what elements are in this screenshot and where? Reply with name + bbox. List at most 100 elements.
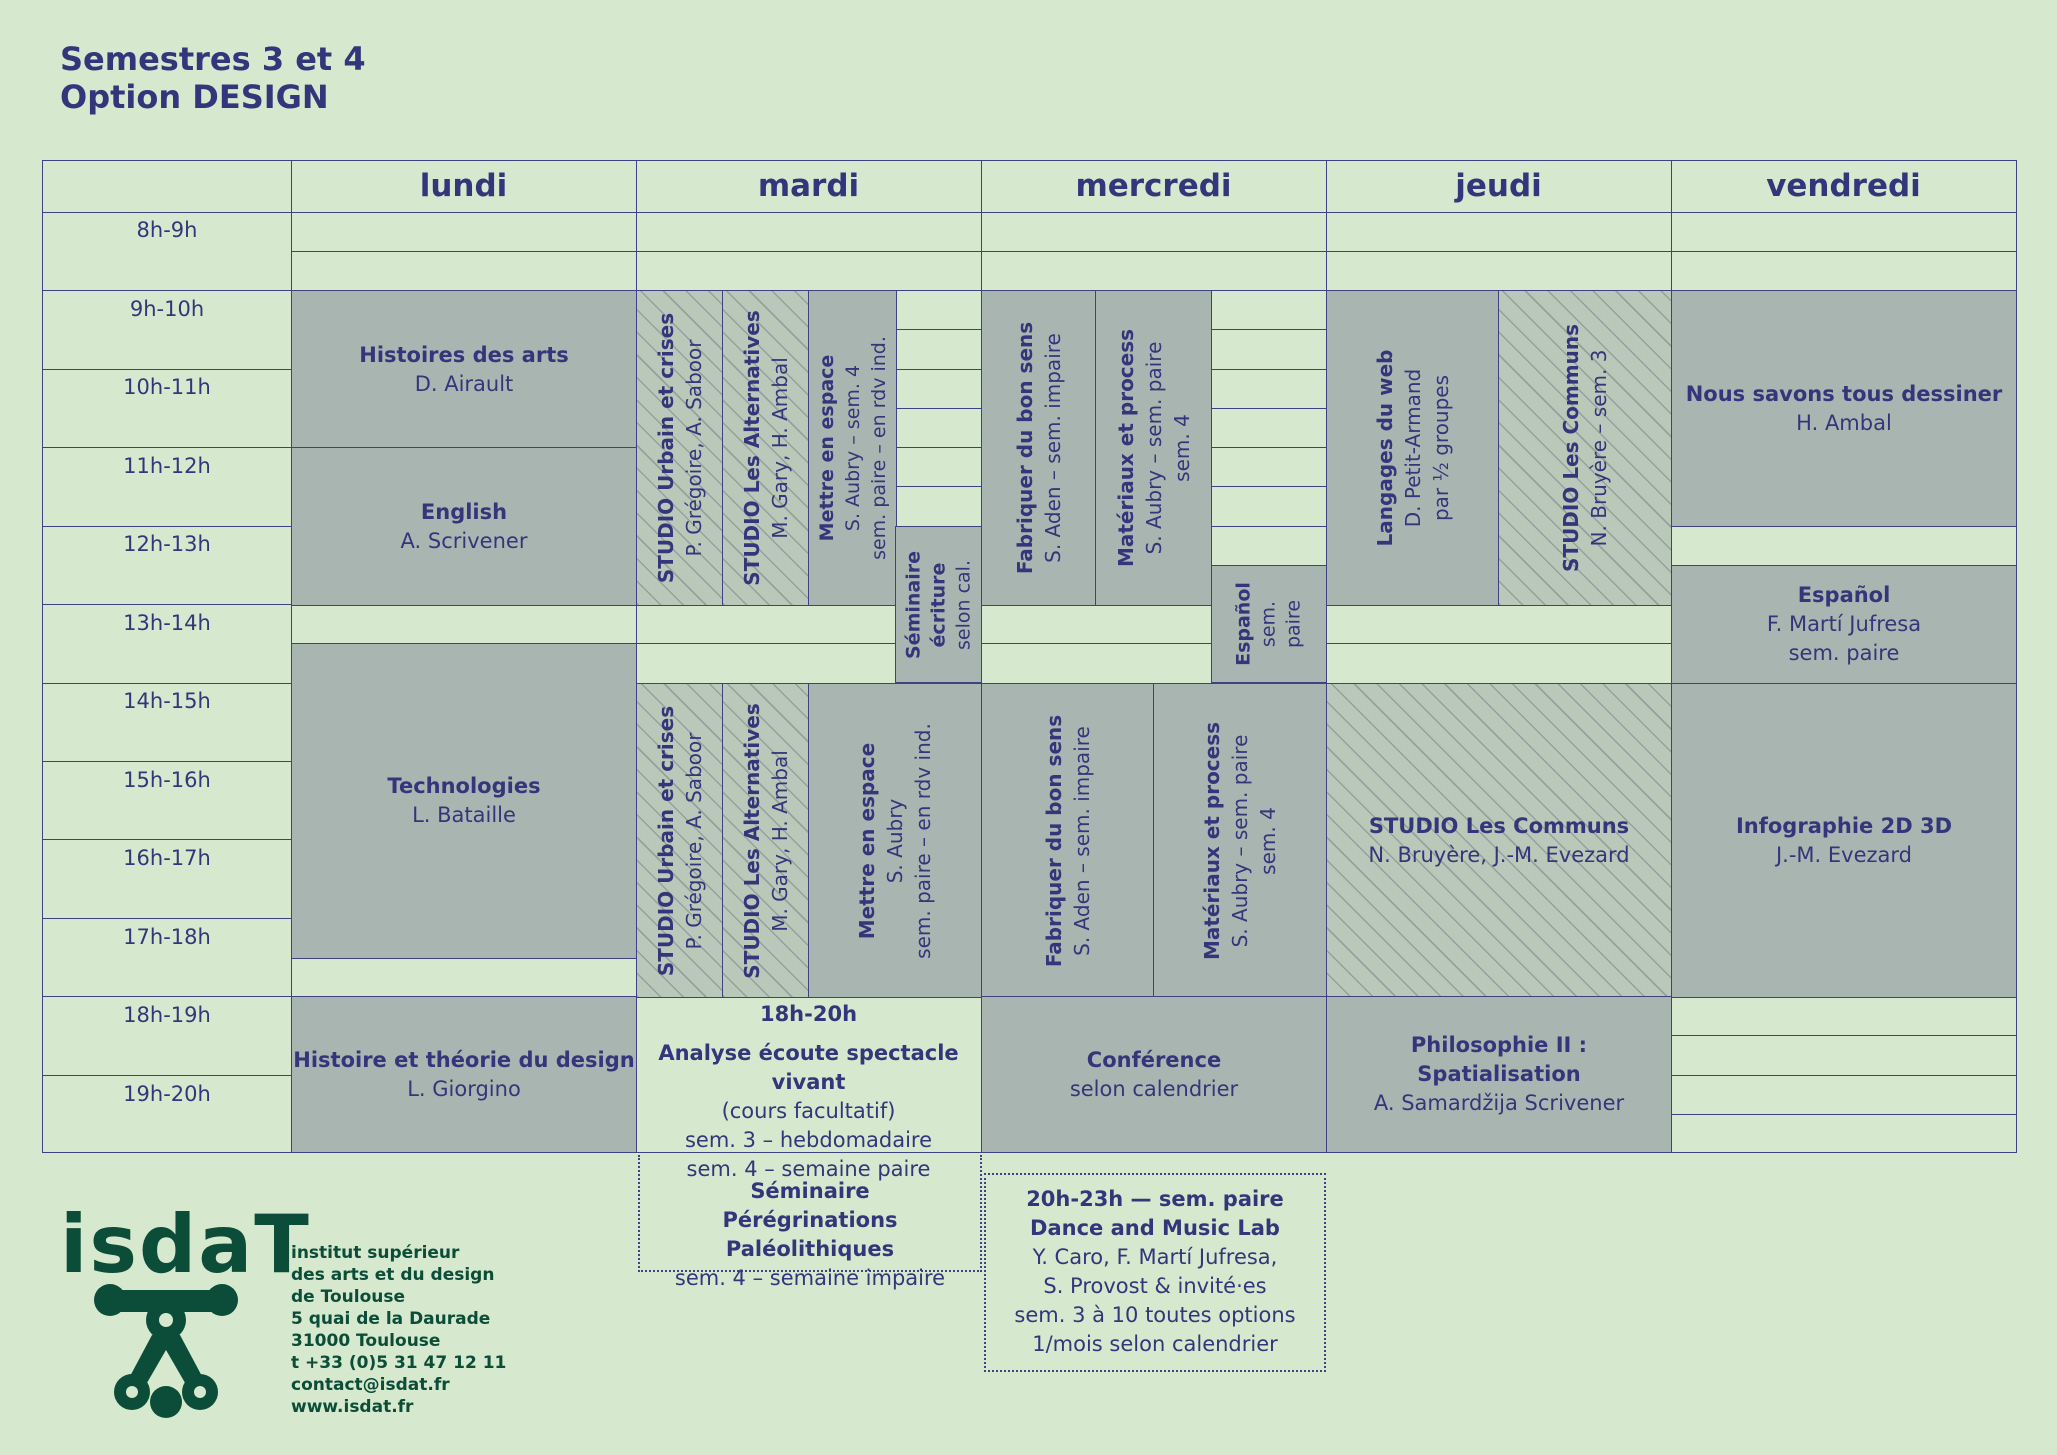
course-studio-alternatives-am[interactable]: STUDIO Les Alternatives M. Gary, H. Amba…	[722, 290, 810, 606]
course-infographie[interactable]: Infographie 2D 3D J.-M. Evezard	[1671, 683, 2017, 998]
grid-line	[895, 486, 981, 487]
course-teacher: F. Martí Jufresa	[1766, 612, 1922, 636]
course-title: Pérégrinations Paléolithiques	[722, 1208, 898, 1261]
address-line: des arts et du design	[291, 1265, 495, 1285]
course-note: sem. 4 – semaine impaire	[674, 1266, 946, 1290]
grid-line	[636, 643, 895, 644]
course-note: (cours facultatif)	[721, 1099, 896, 1123]
course-teacher: N. Bruyère – sem. 3	[1587, 349, 1611, 547]
course-teacher: N. Bruyère, J.-M. Evezard	[1368, 842, 1630, 867]
course-histoire-theorie-design[interactable]: Histoire et théorie du design L. Giorgin…	[291, 996, 637, 1153]
time-label: 8h-9h	[136, 218, 198, 242]
course-title: Langages du web	[1373, 349, 1397, 547]
course-note: sem. 3 à 10 toutes options	[1014, 1303, 1296, 1327]
day-header-mercredi: mercredi	[1075, 168, 1232, 204]
course-fabriquer-pm[interactable]: Fabriquer du bon sens S. Aden – sem. imp…	[981, 683, 1154, 998]
grid-line	[42, 996, 291, 997]
course-note: selon calendrier	[1069, 1076, 1239, 1101]
grid-line	[981, 643, 1211, 644]
course-note: 1/mois selon calendrier	[1032, 1332, 1278, 1356]
course-title: Séminaire	[750, 1179, 870, 1203]
course-label: Mettre en espace S. Aubry – sem. 4 sem. …	[814, 336, 892, 560]
course-label: Mettre en espace S. Aubry sem. paire – e…	[853, 723, 937, 959]
course-teacher: S. Aubry	[883, 798, 907, 883]
course-teacher: Y. Caro, F. Martí Jufresa,	[1032, 1245, 1278, 1269]
course-materiaux-pm[interactable]: Matériaux et process S. Aubry – sem. pai…	[1153, 683, 1327, 998]
day-header-vendredi: vendredi	[1766, 168, 1921, 204]
grid-line	[895, 447, 981, 448]
course-title: Mettre en espace	[855, 742, 879, 939]
course-title: Dance and Music Lab	[1030, 1216, 1280, 1240]
course-title: Mettre en espace	[815, 354, 838, 542]
course-title: Español	[1232, 582, 1255, 666]
course-nous-savons-dessiner[interactable]: Nous savons tous dessiner H. Ambal	[1671, 290, 2017, 527]
title-line-2: Option DESIGN	[60, 78, 329, 116]
address-line: institut supérieur	[291, 1243, 460, 1263]
course-studio-communs-pm[interactable]: STUDIO Les Communs N. Bruyère, J.-M. Eve…	[1326, 683, 1672, 998]
course-histoires-des-arts[interactable]: Histoires des arts D. Airault	[291, 290, 637, 449]
course-note: par ½ groupes	[1429, 374, 1453, 522]
grid-line	[1211, 408, 1326, 409]
grid-line	[1211, 369, 1326, 370]
course-title: Séminaire	[902, 550, 924, 659]
course-fabriquer-am[interactable]: Fabriquer du bon sens S. Aden – sem. imp…	[981, 290, 1097, 606]
course-studio-communs-am[interactable]: STUDIO Les Communs N. Bruyère – sem. 3	[1498, 290, 1672, 606]
course-langages-web[interactable]: Langages du web D. Petit-Armand par ½ gr…	[1326, 290, 1500, 606]
course-teacher: S. Aden – sem. impaire	[1041, 333, 1065, 563]
grid-line	[42, 604, 291, 605]
time-label: 11h-12h	[123, 454, 211, 478]
address-email[interactable]: contact@isdat.fr	[291, 1375, 450, 1395]
course-teacher: A. Scrivener	[400, 528, 528, 553]
course-materiaux-am[interactable]: Matériaux et process S. Aubry – sem. pai…	[1095, 290, 1212, 606]
course-studio-urbain-am[interactable]: STUDIO Urbain et crises P. Grégoire, A. …	[636, 290, 724, 606]
course-philosophie[interactable]: Philosophie II : Spatialisation A. Samar…	[1326, 996, 1672, 1153]
course-dance-music-lab[interactable]: 20h-23h — sem. paire Dance and Music Lab…	[984, 1173, 1326, 1372]
course-mettre-en-espace-pm[interactable]: Mettre en espace S. Aubry sem. paire – e…	[808, 683, 982, 998]
day-header-lundi: lundi	[419, 168, 508, 204]
title-line-1: Semestres 3 et 4	[60, 40, 366, 78]
time-label: 15h-16h	[123, 768, 211, 792]
course-espanol-mercredi[interactable]: Español sem. paire	[1211, 565, 1327, 683]
day-header-mardi: mardi	[757, 168, 860, 204]
address-website[interactable]: www.isdat.fr	[291, 1397, 414, 1417]
course-teacher: S. Aden – sem. impaire	[1069, 725, 1094, 956]
course-title: STUDIO Les Alternatives	[740, 702, 764, 979]
time-label: 12h-13h	[123, 532, 211, 556]
grid-line	[1211, 526, 1326, 527]
course-technologies[interactable]: Technologies L. Bataille	[291, 643, 637, 959]
course-seminaire-peregrinations[interactable]: Séminaire Pérégrinations Paléolithiques …	[638, 1155, 982, 1290]
course-teacher: P. Grégoire, A. Saboor	[682, 732, 706, 949]
address-line: 31000 Toulouse	[291, 1331, 441, 1351]
course-english[interactable]: English A. Scrivener	[291, 447, 637, 606]
course-label: STUDIO Les Alternatives M. Gary, H. Amba…	[738, 310, 794, 585]
course-studio-urbain-pm[interactable]: STUDIO Urbain et crises P. Grégoire, A. …	[636, 683, 724, 998]
time-label: 13h-14h	[123, 611, 211, 635]
course-teacher: M. Gary, H. Ambal	[768, 749, 792, 932]
course-title: STUDIO Les Alternatives	[740, 310, 764, 586]
course-teacher: L. Bataille	[412, 803, 516, 827]
course-label: Séminaire écriture selon cal.	[901, 551, 976, 659]
course-teacher: S. Aubry – sem. paire	[1228, 734, 1252, 947]
course-teacher: M. Gary, H. Ambal	[768, 357, 792, 539]
course-time: 20h-23h — sem. paire	[1026, 1187, 1284, 1211]
course-title: STUDIO Urbain et crises	[654, 705, 678, 976]
course-conference[interactable]: Conférence selon calendrier	[981, 996, 1327, 1153]
course-espanol-vendredi[interactable]: Español F. Martí Jufresa sem. paire	[1671, 565, 2017, 684]
grid-line	[1671, 1075, 2016, 1076]
course-label: Langages du web D. Petit-Armand par ½ gr…	[1371, 350, 1455, 547]
course-note: sem. 4	[1169, 414, 1194, 482]
grid-line	[42, 212, 2017, 213]
course-mettre-en-espace-am[interactable]: Mettre en espace S. Aubry – sem. 4 sem. …	[808, 290, 897, 606]
course-title: Histoires des arts	[359, 342, 569, 367]
course-teacher: J.-M. Evezard	[1775, 842, 1913, 867]
course-note: sem. 3 – hebdomadaire	[684, 1128, 933, 1152]
grid-line	[42, 290, 291, 291]
isdat-logo: isdaT	[60, 1198, 311, 1291]
course-note: paire	[1282, 599, 1305, 649]
course-analyse-ecoute[interactable]: 18h-20h Analyse écoute spectacle vivant …	[636, 1000, 981, 1184]
course-seminaire-ecriture[interactable]: Séminaire écriture selon cal.	[895, 526, 982, 683]
course-title: English	[420, 499, 508, 524]
course-note: sem. paire	[1788, 641, 1900, 665]
course-time: 18h-20h	[759, 1002, 858, 1026]
course-studio-alternatives-pm[interactable]: STUDIO Les Alternatives M. Gary, H. Amba…	[722, 683, 810, 998]
